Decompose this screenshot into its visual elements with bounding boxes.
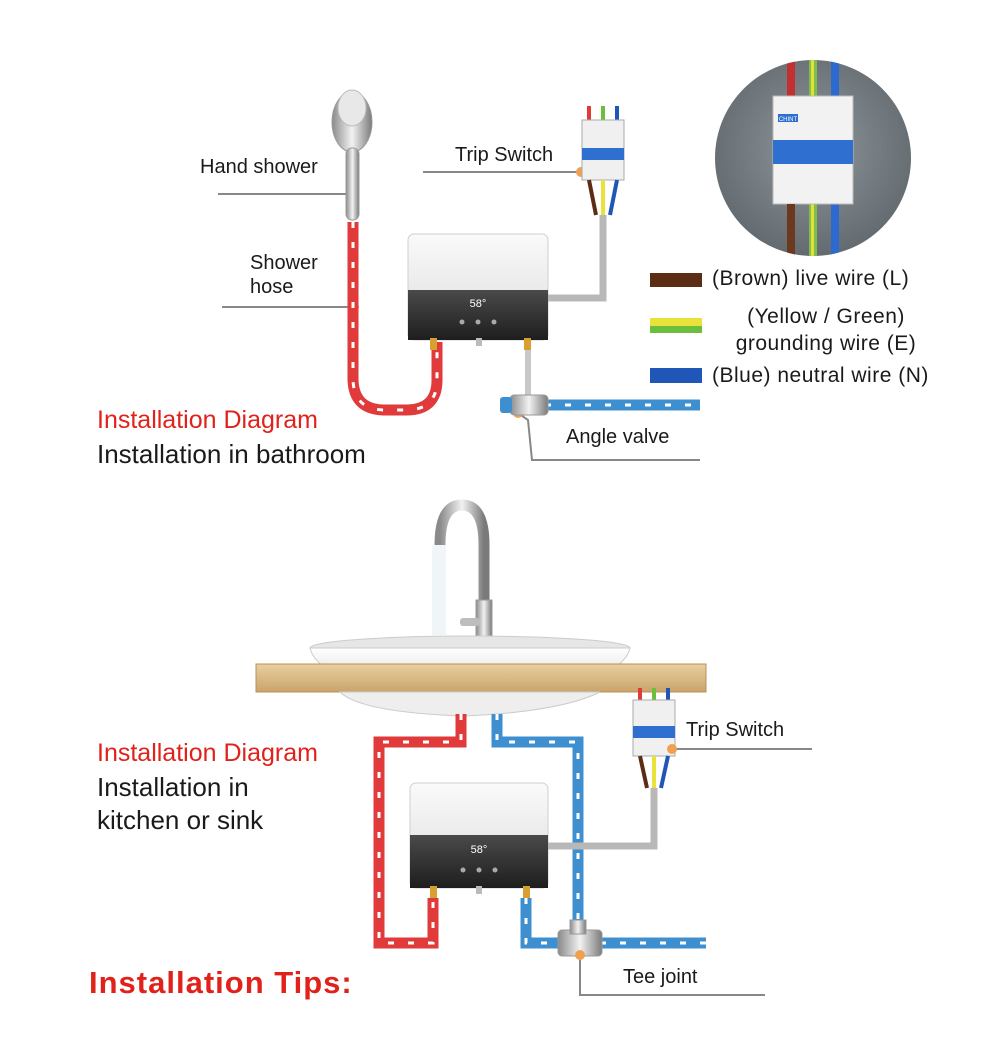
svg-text:58°: 58°: [471, 844, 488, 856]
legend-swatches: [650, 273, 702, 383]
faucet-icon: [432, 499, 493, 643]
svg-text:CHINT: CHINT: [779, 117, 798, 123]
trip-switch-top-icon: [548, 106, 625, 302]
legend-grounding-line1: (Yellow / Green): [747, 305, 905, 328]
legend-neutral-wire: (Blue) neutral wire (N): [712, 364, 929, 387]
shower-hose-leader: [222, 302, 359, 312]
water-heater-bottom: 58°: [409, 782, 549, 898]
angle-valve-icon: [500, 350, 700, 416]
shower-hose-pipe: [347, 222, 443, 416]
tee-joint-leader: [575, 950, 765, 996]
basin-under: [338, 691, 601, 717]
installation-tips-heading: Installation Tips:: [89, 965, 353, 1000]
legend-swatch-brown: [650, 273, 702, 287]
shower-hose-label-line2: hose: [250, 276, 294, 298]
countertop: [255, 663, 707, 693]
kitchen-title-black-line1: Installation in: [97, 772, 249, 802]
trip-switch-label-top: Trip Switch: [455, 144, 554, 166]
tee-joint-icon: [557, 919, 603, 957]
hand-shower-label: Hand shower: [200, 156, 318, 178]
tee-joint-label: Tee joint: [623, 966, 698, 988]
shower-hose-label: Shower hose: [250, 251, 318, 299]
trip-switch-label-bottom: Trip Switch: [686, 719, 785, 741]
trip-switch-leader-bottom: [667, 744, 812, 754]
legend-swatch-yellow-green: [650, 318, 702, 326]
angle-valve-label: Angle valve: [566, 426, 670, 448]
water-heater-top: 58°: [407, 233, 549, 350]
shower-hose-label-line1: Shower: [250, 252, 318, 274]
legend-grounding-line2: grounding wire (E): [735, 332, 917, 355]
hot-water-pipe: [373, 714, 467, 949]
legend-swatch-blue: [650, 368, 702, 383]
trip-switch-leader-top: [423, 167, 586, 177]
legend-grounding-wire: (Yellow / Green) grounding wire (E): [716, 303, 936, 357]
cold-water-pipe: [491, 714, 706, 949]
kitchen-title-black-line2: kitchen or sink: [97, 805, 264, 835]
hand-shower-leader: [218, 189, 357, 199]
breaker-photo: CHINT: [715, 60, 911, 256]
bathroom-title-red: Installation Diagram: [97, 406, 318, 434]
bathroom-title-black: Installation in bathroom: [97, 439, 366, 469]
svg-text:58°: 58°: [470, 298, 487, 310]
kitchen-title-red: Installation Diagram: [97, 739, 318, 767]
hand-shower-icon: [331, 89, 373, 221]
trip-switch-bottom-icon: [548, 688, 676, 850]
legend-live-wire: (Brown) live wire (L): [712, 267, 910, 290]
